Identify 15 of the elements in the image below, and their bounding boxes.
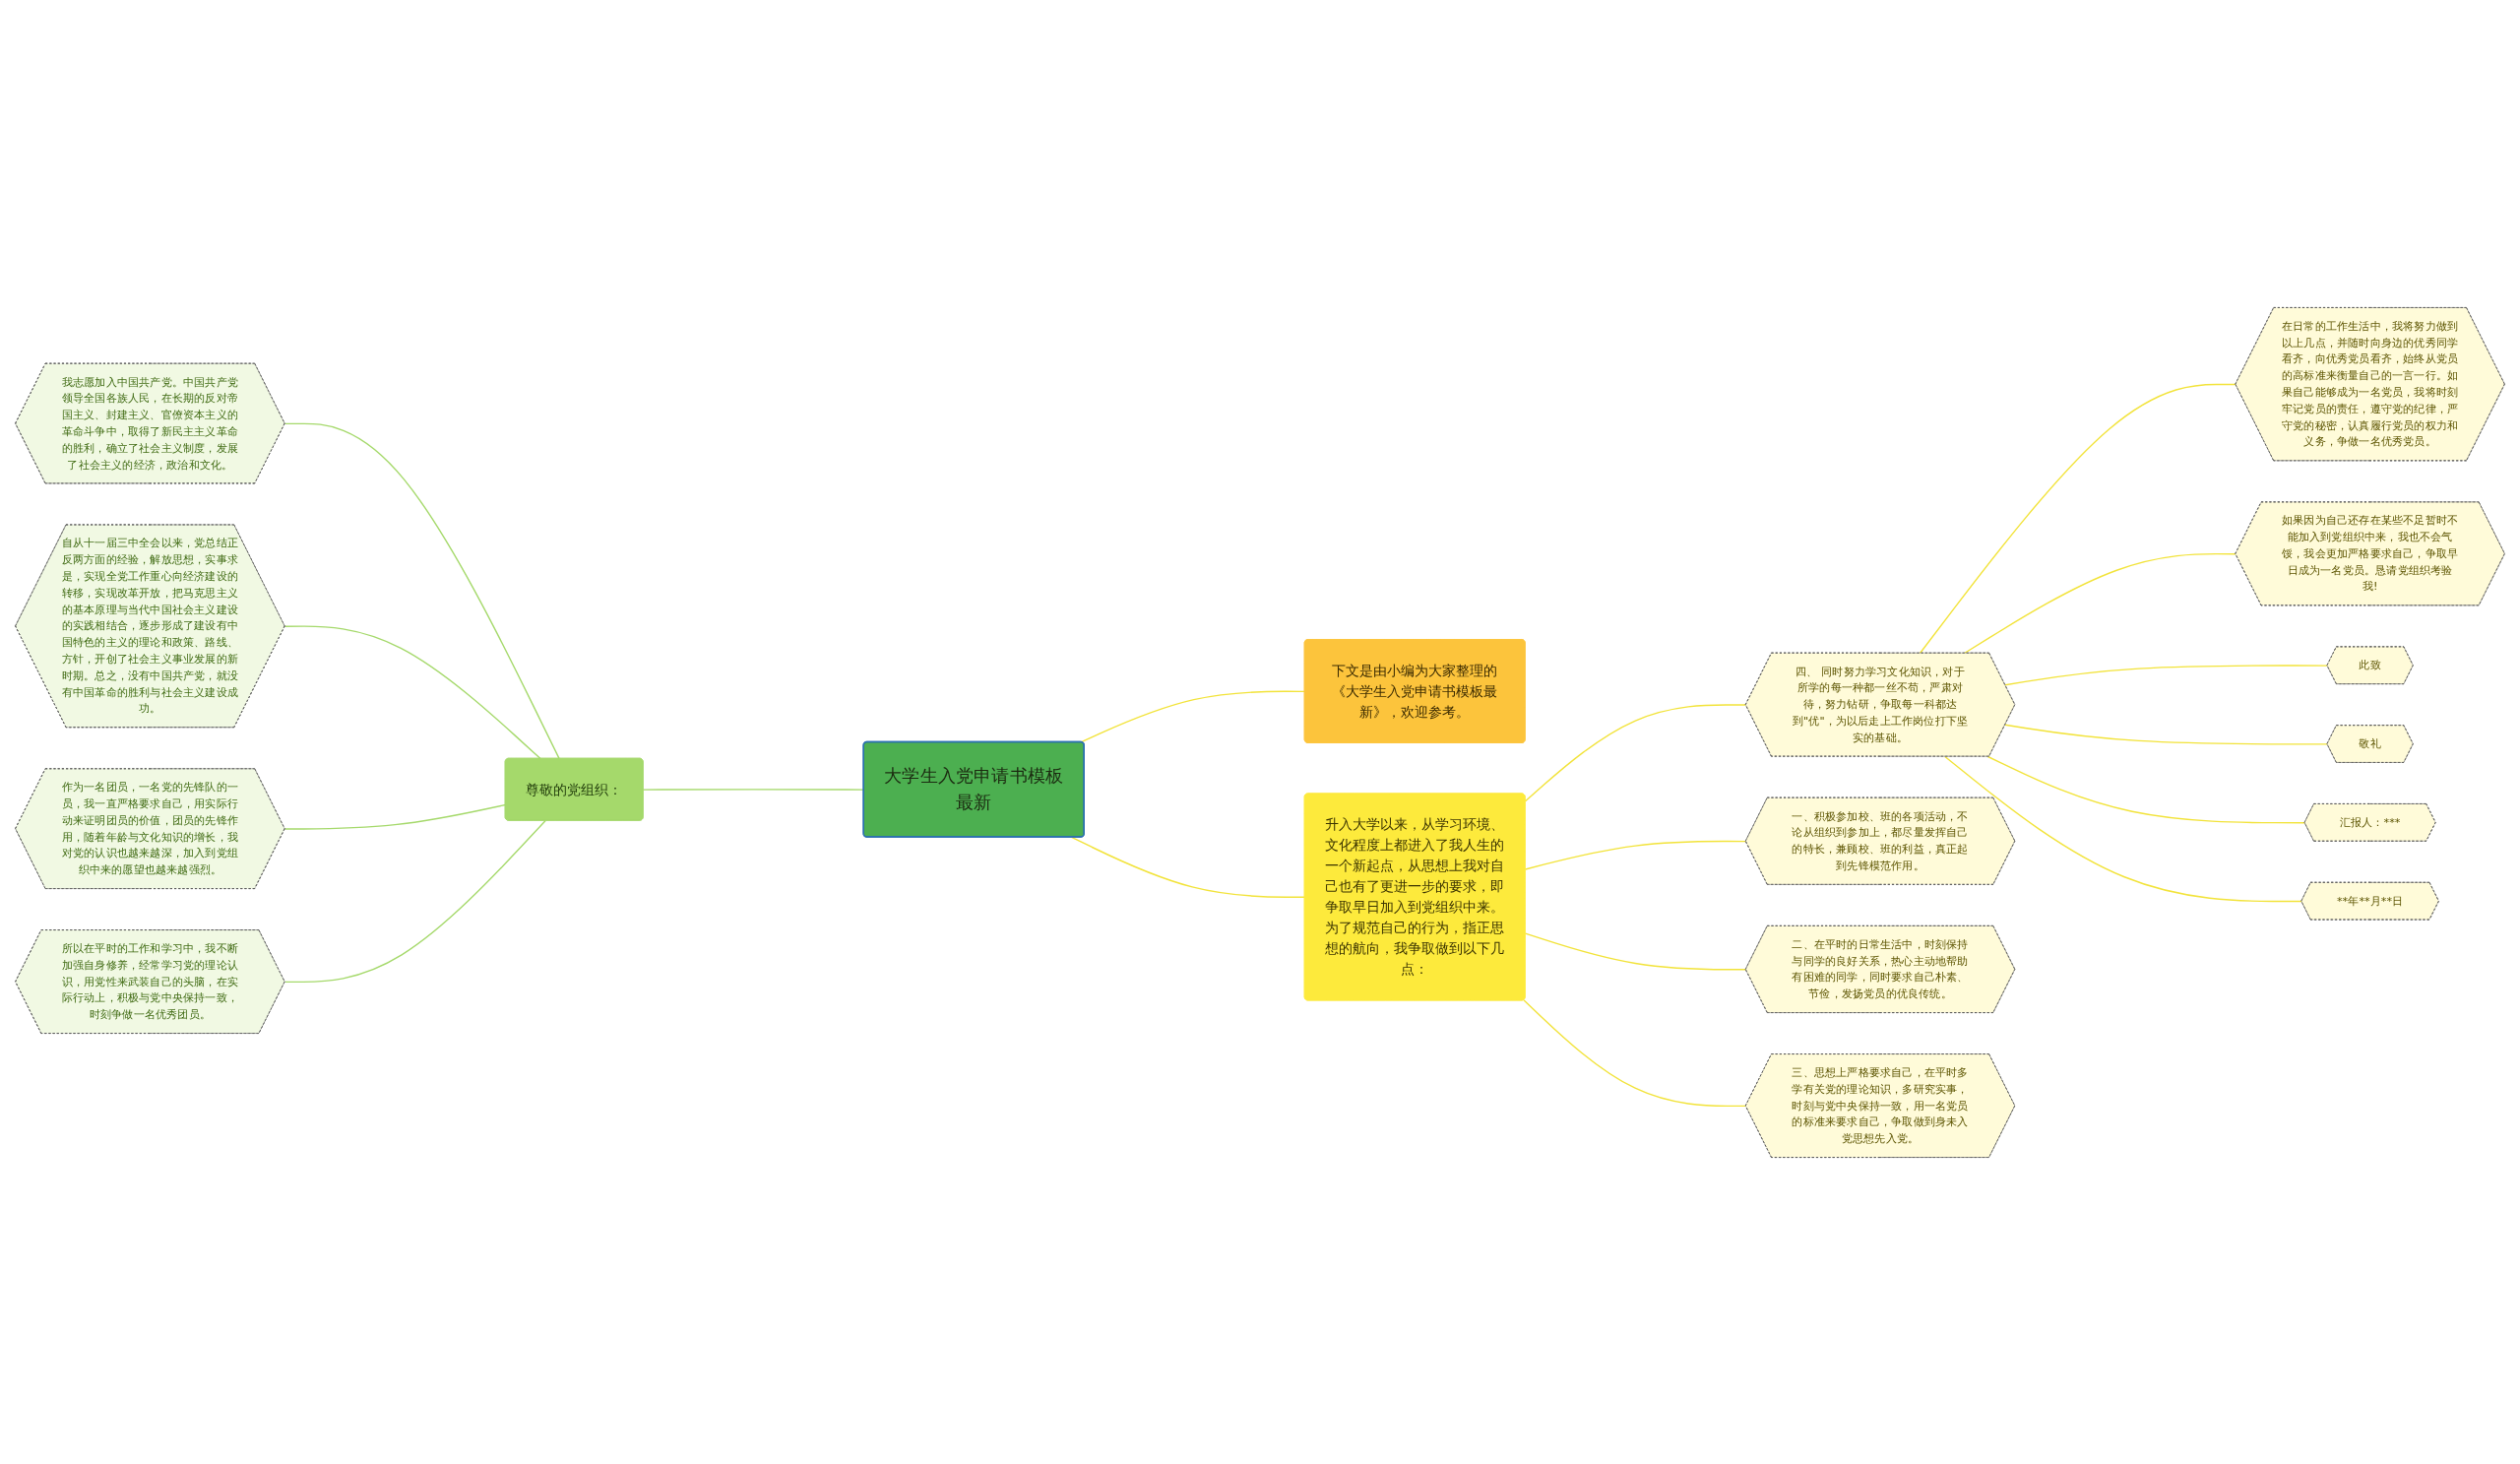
connector [2004,724,2328,745]
connector [1944,755,2302,902]
connector [1524,931,1747,970]
connector [1986,755,2306,823]
connector [1523,998,1747,1107]
connector [284,624,541,759]
connector [1070,836,1306,898]
connector [284,819,546,983]
connector [1524,840,1747,870]
connector [284,422,560,759]
connector [1080,690,1306,742]
connector [284,803,507,830]
connector [2004,664,2328,685]
connector [1524,703,1747,801]
connector [1919,383,2236,654]
